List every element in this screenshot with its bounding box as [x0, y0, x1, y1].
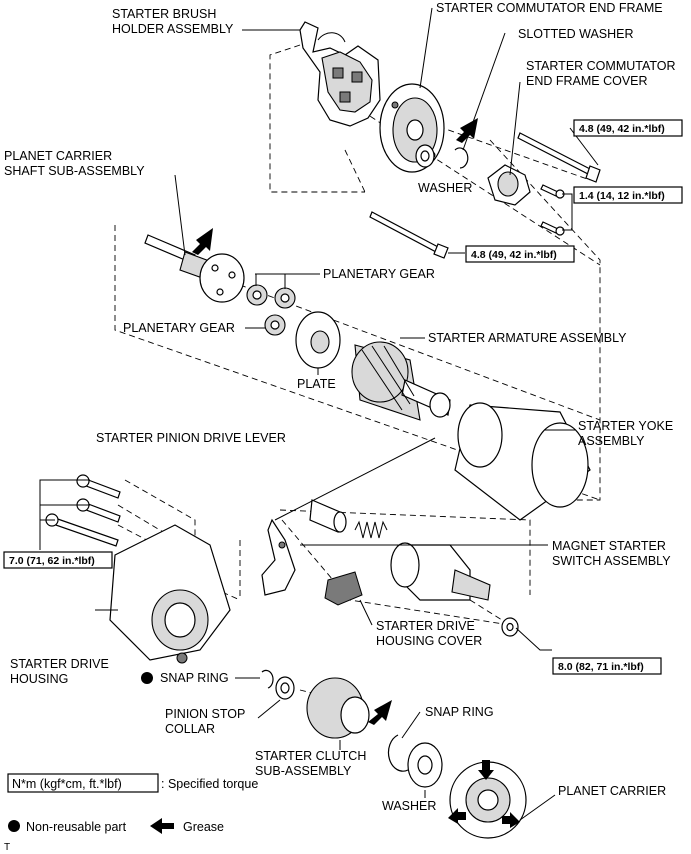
legend-grease-arrow-icon: [150, 818, 174, 834]
legend-unit-box: N*m (kgf*cm, ft.*lbf): [12, 777, 122, 791]
end-frame-cover-drawing: [487, 164, 531, 206]
label-drive-housing-cover-line2: HOUSING COVER: [376, 634, 482, 648]
washer-bottom-drawing: [407, 742, 443, 788]
label-snap-ring-left: SNAP RING: [160, 671, 229, 685]
torque-housing-bolt: 7.0 (71, 62 in.*lbf): [9, 555, 95, 567]
legend-non-reusable-dot-icon: [8, 820, 20, 832]
label-drive-housing-cover-line1: STARTER DRIVE: [376, 619, 475, 633]
slotted-washer-drawing: [454, 147, 469, 169]
label-plate: PLATE: [297, 377, 336, 391]
label-washer-top: WASHER: [418, 181, 472, 195]
label-armature: STARTER ARMATURE ASSEMBLY: [428, 331, 627, 345]
through-bolt-drawing: [369, 211, 449, 259]
label-brush-holder-line1: STARTER BRUSH: [112, 7, 216, 21]
label-magnet-switch-line2: SWITCH ASSEMBLY: [552, 554, 671, 568]
clutch-drawing: [306, 677, 370, 739]
legend-non-reusable: Non-reusable part: [26, 820, 127, 834]
label-washer-bottom: WASHER: [382, 799, 436, 813]
drive-housing-drawing: [109, 524, 231, 664]
label-pinion-drive-lever: STARTER PINION DRIVE LEVER: [96, 431, 286, 445]
label-brush-holder-line2: HOLDER ASSEMBLY: [112, 22, 234, 36]
label-pinion-stop-collar-line2: COLLAR: [165, 722, 215, 736]
grease-arrow-icon: [478, 760, 494, 780]
label-end-frame-cover-line2: END FRAME COVER: [526, 74, 648, 88]
label-drive-housing-line1: STARTER DRIVE: [10, 657, 109, 671]
magnet-switch-drawing: [390, 542, 491, 601]
label-commutator-end-frame: STARTER COMMUTATOR END FRAME: [436, 1, 663, 15]
drive-housing-cover-drawing: [324, 571, 363, 606]
label-clutch-line2: SUB-ASSEMBLY: [255, 764, 352, 778]
snap-ring-left-drawing: [261, 669, 274, 689]
label-pinion-stop-collar-line1: PINION STOP: [165, 707, 245, 721]
pinion-stop-collar-drawing: [275, 676, 295, 700]
label-planetary-gear-top: PLANETARY GEAR: [323, 267, 435, 281]
non-reusable-dot-icon: [141, 672, 153, 684]
yoke-drawing: [454, 402, 591, 521]
grease-arrow-icon: [368, 700, 392, 725]
snap-ring-right-drawing: [387, 734, 409, 772]
corner-mark: T: [4, 842, 10, 853]
legend: N*m (kgf*cm, ft.*lbf) : Specified torque…: [4, 773, 258, 853]
planetary-gears-drawing: [246, 284, 296, 336]
pinion-drive-lever-drawing: [261, 518, 296, 596]
torque-specs: 4.8 (49, 42 in.*lbf) 1.4 (14, 12 in.*lbf…: [3, 119, 683, 675]
label-yoke-line2: ASSEMBLY: [578, 434, 645, 448]
leader-lines: [39, 7, 599, 821]
torque-switch-nut: 8.0 (82, 71 in.*lbf): [558, 661, 644, 673]
plate-drawing: [295, 311, 341, 369]
torque-end-frame-bolt: 4.8 (49, 42 in.*lbf): [579, 123, 665, 135]
label-yoke-line1: STARTER YOKE: [578, 419, 673, 433]
washer-top-drawing: [415, 144, 435, 168]
grease-arrows: [192, 118, 520, 828]
torque-through-bolt: 4.8 (49, 42 in.*lbf): [471, 249, 557, 261]
part-labels: STARTER BRUSH HOLDER ASSEMBLY STARTER CO…: [4, 1, 676, 813]
switch-nut-drawing: [501, 617, 519, 637]
end-frame-bolt-drawing: [517, 132, 601, 183]
label-planet-carrier: PLANET CARRIER: [558, 784, 666, 798]
cover-screws-drawing: [540, 184, 565, 236]
legend-grease: Grease: [183, 820, 224, 834]
label-magnet-switch-line1: MAGNET STARTER: [552, 539, 666, 553]
label-slotted-washer: SLOTTED WASHER: [518, 27, 634, 41]
label-planet-carrier-shaft-line1: PLANET CARRIER: [4, 149, 112, 163]
label-drive-housing-line2: HOUSING: [10, 672, 68, 686]
label-snap-ring-right: SNAP RING: [425, 705, 494, 719]
armature-drawing: [351, 341, 451, 421]
torque-cover-screw: 1.4 (14, 12 in.*lbf): [579, 190, 665, 202]
legend-specified-torque: : Specified torque: [161, 777, 258, 791]
commutator-end-frame-drawing: [379, 83, 445, 173]
grease-arrow-icon: [448, 808, 466, 824]
grease-arrow-icon: [192, 228, 213, 255]
brush-holder-drawing: [299, 21, 381, 127]
grease-arrow-icon: [502, 812, 520, 828]
label-planetary-gear-left: PLANETARY GEAR: [123, 321, 235, 335]
label-clutch-line1: STARTER CLUTCH: [255, 749, 366, 763]
planet-carrier-shaft-drawing: [144, 234, 245, 303]
label-end-frame-cover-line1: STARTER COMMUTATOR: [526, 59, 676, 73]
label-planet-carrier-shaft-line2: SHAFT SUB-ASSEMBLY: [4, 164, 145, 178]
housing-bolts-drawing: [45, 474, 121, 547]
plunger-spring-drawing: [309, 499, 388, 539]
